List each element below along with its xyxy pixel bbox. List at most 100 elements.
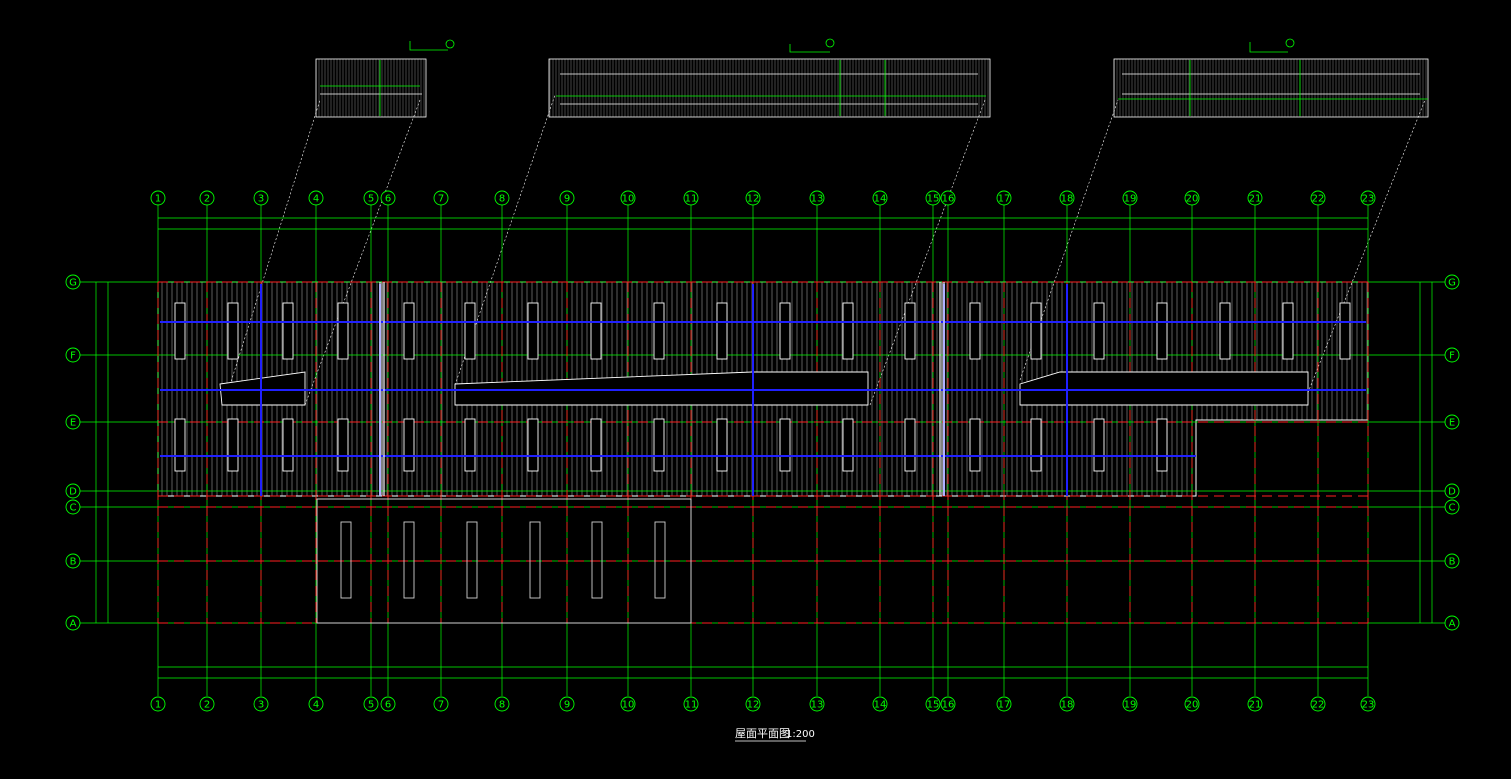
axis-bubble-left-B: B — [65, 553, 81, 569]
svg-text:11: 11 — [685, 194, 698, 205]
axis-bubble-left-D: D — [65, 483, 81, 499]
axis-bubble-bottom-21: 21 — [1247, 696, 1263, 712]
svg-text:8: 8 — [499, 700, 505, 711]
svg-text:9: 9 — [564, 700, 570, 711]
lower-roof-outline — [316, 498, 692, 624]
svg-text:5: 5 — [368, 700, 374, 711]
axis-bubble-right-B: B — [1444, 553, 1460, 569]
axis-bubble-top-14: 14 — [872, 190, 888, 206]
svg-text:B: B — [70, 557, 77, 568]
svg-text:11: 11 — [685, 700, 698, 711]
svg-text:20: 20 — [1186, 700, 1199, 711]
svg-text:12: 12 — [747, 700, 760, 711]
svg-text:A: A — [70, 619, 77, 630]
axis-bubble-right-G: G — [1444, 274, 1460, 290]
svg-text:1: 1 — [155, 700, 161, 711]
svg-text:D: D — [69, 487, 77, 498]
axis-bubble-top-21: 21 — [1247, 190, 1263, 206]
svg-text:3: 3 — [258, 700, 264, 711]
axis-bubble-top-20: 20 — [1184, 190, 1200, 206]
svg-text:18: 18 — [1061, 194, 1074, 205]
axis-bubble-bottom-19: 19 — [1122, 696, 1138, 712]
axis-bubble-top-15: 15 — [925, 190, 941, 206]
expansion-joints — [379, 282, 945, 496]
axis-bubble-top-7: 7 — [433, 190, 449, 206]
svg-text:16: 16 — [942, 194, 955, 205]
ridge-middle — [454, 371, 869, 406]
svg-text:12: 12 — [747, 194, 760, 205]
axis-bubble-top-11: 11 — [683, 190, 699, 206]
axis-bubble-bottom-6: 6 — [380, 696, 396, 712]
axis-bubble-bottom-14: 14 — [872, 696, 888, 712]
svg-text:2: 2 — [204, 194, 210, 205]
svg-text:13: 13 — [811, 700, 824, 711]
svg-text:E: E — [70, 418, 76, 429]
axis-bubble-top-19: 19 — [1122, 190, 1138, 206]
svg-text:15: 15 — [927, 700, 940, 711]
svg-text:20: 20 — [1186, 194, 1199, 205]
svg-text:F: F — [1449, 351, 1455, 362]
axis-bubble-right-D: D — [1444, 483, 1460, 499]
axis-bubble-right-F: F — [1444, 347, 1460, 363]
axis-bubble-bottom-23: 23 — [1360, 696, 1376, 712]
axis-bubble-bottom-12: 12 — [745, 696, 761, 712]
svg-text:10: 10 — [622, 194, 635, 205]
axis-bubble-bottom-11: 11 — [683, 696, 699, 712]
axis-bubble-bottom-22: 22 — [1310, 696, 1326, 712]
svg-text:5: 5 — [368, 194, 374, 205]
svg-text:3: 3 — [258, 194, 264, 205]
svg-text:15: 15 — [927, 194, 940, 205]
svg-text:21: 21 — [1249, 194, 1262, 205]
axis-bubble-top-3: 3 — [253, 190, 269, 206]
axis-bubble-bottom-3: 3 — [253, 696, 269, 712]
svg-text:C: C — [1449, 503, 1456, 514]
svg-text:7: 7 — [438, 194, 444, 205]
svg-text:19: 19 — [1124, 194, 1137, 205]
axis-bubble-bottom-5: 5 — [363, 696, 379, 712]
axis-bubble-top-16: 16 — [940, 190, 956, 206]
axis-bubble-bottom-17: 17 — [996, 696, 1012, 712]
svg-text:22: 22 — [1312, 194, 1325, 205]
svg-text:18: 18 — [1061, 700, 1074, 711]
svg-text:4: 4 — [313, 700, 319, 711]
roof-vents — [174, 302, 1351, 472]
svg-text:E: E — [1449, 418, 1455, 429]
svg-text:1: 1 — [155, 194, 161, 205]
svg-text:21: 21 — [1249, 700, 1262, 711]
drawing-scale: 1:200 — [786, 729, 815, 740]
lower-roof-vents — [340, 521, 666, 599]
detail-views — [315, 38, 1429, 118]
detail-view-middle — [548, 58, 991, 118]
svg-text:10: 10 — [622, 700, 635, 711]
axis-bubble-bottom-2: 2 — [199, 696, 215, 712]
axis-bubble-top-13: 13 — [809, 190, 825, 206]
svg-text:7: 7 — [438, 700, 444, 711]
svg-text:23: 23 — [1362, 194, 1375, 205]
axis-bubble-top-12: 12 — [745, 190, 761, 206]
svg-text:14: 14 — [874, 700, 887, 711]
axis-bubble-bottom-1: 1 — [150, 696, 166, 712]
axis-bubble-bottom-4: 4 — [308, 696, 324, 712]
axis-bubble-top-17: 17 — [996, 190, 1012, 206]
svg-text:17: 17 — [998, 194, 1011, 205]
ridge-right — [1019, 371, 1309, 406]
svg-text:A: A — [1449, 619, 1456, 630]
row-axis-bubbles-right: G F E DC B A — [1444, 274, 1460, 631]
svg-text:F: F — [70, 351, 76, 362]
axis-bubble-bottom-15: 15 — [925, 696, 941, 712]
svg-text:9: 9 — [564, 194, 570, 205]
axis-bubble-bottom-8: 8 — [494, 696, 510, 712]
axis-bubble-top-5: 5 — [363, 190, 379, 206]
detail-view-left — [315, 58, 427, 118]
axis-bubble-bottom-10: 10 — [620, 696, 636, 712]
axis-bubble-bottom-9: 9 — [559, 696, 575, 712]
axis-bubble-right-C: C — [1444, 499, 1460, 515]
axis-bubble-right-E: E — [1444, 414, 1460, 430]
axis-bubble-top-4: 4 — [308, 190, 324, 206]
svg-text:G: G — [69, 278, 77, 289]
axis-bubble-bottom-20: 20 — [1184, 696, 1200, 712]
svg-text:23: 23 — [1362, 700, 1375, 711]
